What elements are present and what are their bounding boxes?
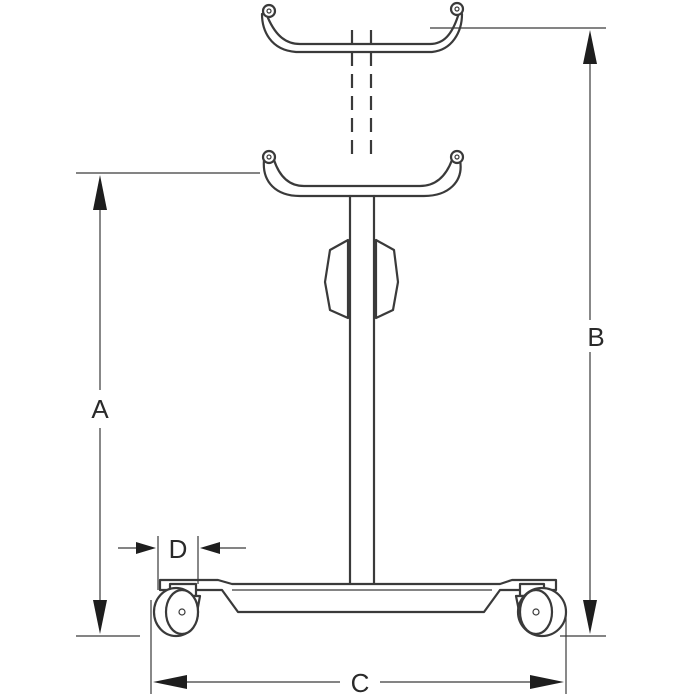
dimension-d-label: D [169,534,188,564]
dimension-a-arrow-bottom [93,600,107,634]
dimension-a-label: A [91,394,109,424]
dimension-c-label: C [351,668,370,698]
dimension-d-arrow-right [200,542,220,554]
dimension-b: B [430,27,606,637]
dimension-b-arrow-top [583,30,597,64]
raised-column-dashed [350,30,373,160]
dimension-d: D [118,534,246,590]
dimension-b-label: B [587,322,604,352]
dimension-c: C [150,600,567,698]
right-caster-wheel [514,582,568,638]
lowered-saddle [261,149,465,198]
main-column [348,194,376,586]
dimension-a-arrow-top [93,175,107,210]
hydraulic-pump-block [323,238,400,320]
dimension-d-arrow-left [136,542,156,554]
dimension-b-arrow-bottom [583,600,597,634]
left-caster-wheel [152,582,202,638]
base-frame [158,578,558,614]
dimension-c-arrow-right [530,675,564,689]
raised-saddle [260,1,465,54]
dimension-c-arrow-left [153,675,187,689]
dimension-a: A [76,172,260,637]
